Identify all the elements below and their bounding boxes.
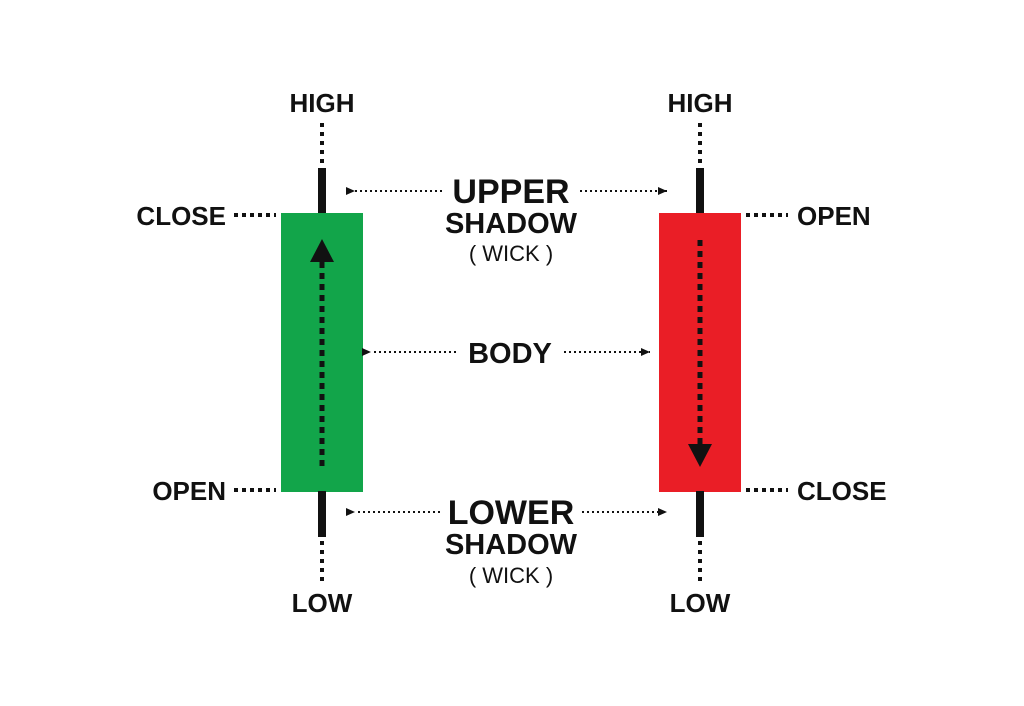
bearish-candle: HIGH OPEN CLOSE LOW (659, 88, 887, 618)
lower-shadow-wick-note: ( WICK ) (469, 563, 553, 588)
upper-shadow-wick-note: ( WICK ) (469, 241, 553, 266)
bullish-up-arrow-icon (310, 239, 334, 262)
bearish-down-arrow-icon (688, 444, 712, 467)
bearish-open-label: OPEN (797, 201, 871, 231)
upper-shadow-annotation: UPPER SHADOW ( WICK ) (346, 173, 667, 266)
bearish-high-label: HIGH (668, 88, 733, 118)
bullish-high-label: HIGH (290, 88, 355, 118)
bearish-upper-wick (696, 168, 704, 214)
lower-shadow-annotation: LOWER SHADOW ( WICK ) (346, 494, 667, 588)
bullish-candle: HIGH CLOSE OPEN LOW (136, 88, 363, 618)
bullish-upper-wick (318, 168, 326, 214)
upper-shadow-subtitle: SHADOW (445, 208, 578, 240)
upper-shadow-title: UPPER (452, 173, 569, 211)
lower-shadow-title: LOWER (448, 494, 575, 532)
lower-shadow-subtitle: SHADOW (445, 529, 578, 561)
bullish-close-label: CLOSE (136, 201, 226, 231)
bullish-lower-wick (318, 491, 326, 537)
body-annotation: BODY (362, 338, 650, 370)
bullish-low-label: LOW (292, 588, 353, 618)
bearish-lower-wick (696, 491, 704, 537)
bearish-close-label: CLOSE (797, 476, 887, 506)
bullish-open-label: OPEN (152, 476, 226, 506)
body-label: BODY (468, 338, 552, 370)
bearish-low-label: LOW (670, 588, 731, 618)
